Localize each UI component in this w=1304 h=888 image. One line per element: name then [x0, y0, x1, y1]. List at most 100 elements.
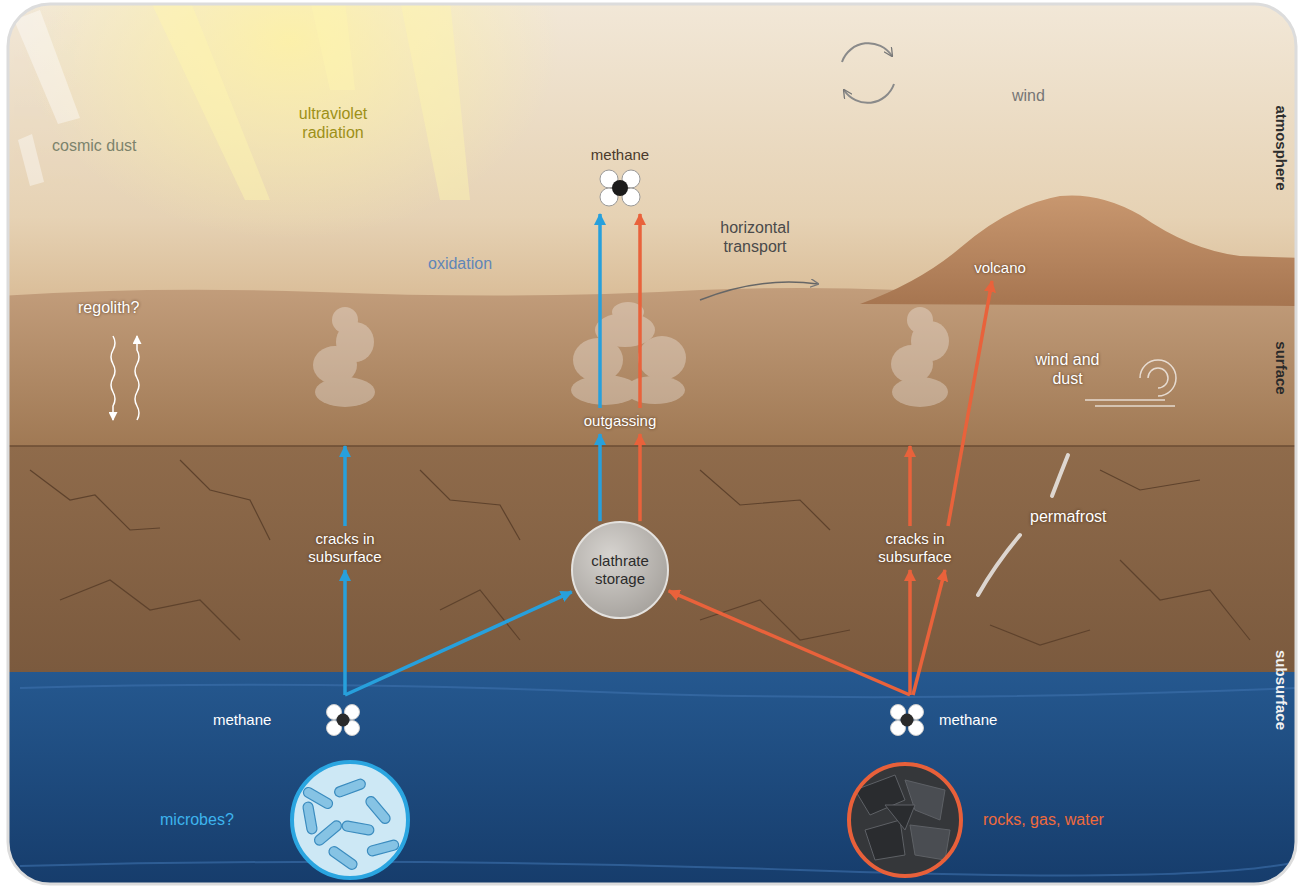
scene — [8, 4, 1296, 884]
uv-label: ultraviolet radiation — [278, 104, 388, 142]
rock-cracks — [700, 470, 830, 530]
node-text: methane — [205, 710, 275, 730]
rock-image — [885, 805, 915, 830]
gas-plumes — [907, 307, 933, 333]
microbes-circle: microbes? — [150, 758, 412, 882]
node-text: methane — [587, 145, 653, 165]
outgassing-node: outgassing — [570, 411, 670, 431]
rocks-circle: rocks, gas, water — [845, 760, 1155, 880]
rock-cracks — [30, 470, 160, 530]
methane-molecule — [885, 698, 929, 742]
node-text: methane — [929, 710, 1001, 730]
microbes-image — [364, 795, 392, 826]
microbes-image — [288, 758, 412, 882]
node-text: rocks, gas, water — [979, 809, 1108, 830]
card-frame — [8, 4, 1296, 884]
flow-arrow — [598, 214, 602, 408]
methane-molecule-node: methane — [570, 145, 670, 211]
node-text: microbes? — [150, 809, 280, 830]
cracks-node: cracks in subsurface — [295, 529, 395, 567]
wind-label: wind — [1012, 86, 1045, 105]
permafrost-streak — [1052, 455, 1068, 496]
wind-dust-label: wind and dust — [1020, 350, 1115, 388]
rock-cracks — [990, 625, 1090, 645]
dust-spiral — [1140, 360, 1176, 396]
flow-arrow — [948, 281, 992, 526]
regolith-label: regolith? — [78, 298, 139, 317]
seep-arrow — [343, 446, 347, 526]
water-streaks — [20, 685, 1296, 876]
clathrate-circle: clathrate storage — [570, 520, 670, 620]
subsurface-ground — [8, 446, 1296, 672]
transport-label: horizontal transport — [700, 218, 810, 256]
flow-arrow — [913, 570, 945, 695]
gas-plumes — [313, 302, 949, 407]
surface-ground — [8, 288, 1296, 450]
wind-symbol — [844, 84, 894, 103]
oxidation-label: oxidation — [428, 254, 492, 273]
microbes-image — [333, 778, 366, 798]
sun-glow — [20, 4, 560, 240]
flow-arrow — [908, 570, 912, 695]
seep-arrow — [908, 446, 912, 526]
uv-rays — [310, 4, 355, 90]
water-streaks — [20, 685, 1296, 697]
microbes-image — [288, 758, 412, 882]
methane-molecule — [593, 165, 647, 211]
rock-image — [865, 820, 905, 860]
layer-label: surface — [1272, 341, 1290, 394]
microbes-image — [288, 758, 412, 882]
carbon-atom — [901, 714, 914, 727]
regolith-arrows — [111, 336, 139, 420]
rock-cracks — [420, 470, 520, 540]
carbon-atom — [612, 180, 628, 196]
rock-cracks — [700, 600, 850, 640]
flow-arrow — [343, 570, 347, 695]
flow-arrow — [669, 591, 910, 695]
microbes-image — [302, 801, 317, 834]
uv-rays — [400, 4, 470, 200]
flow-arrow — [345, 592, 572, 695]
water-streaks — [20, 862, 1296, 876]
gas-plumes — [625, 376, 685, 404]
dust-streaks — [14, 10, 80, 186]
permafrost-label: permafrost — [1030, 507, 1106, 526]
uv-rays — [150, 4, 470, 200]
layer-boundary — [8, 445, 1296, 447]
regolith-arrows — [111, 336, 115, 420]
permafrost-streak — [978, 535, 1020, 595]
microbes-image — [327, 845, 359, 872]
dust-streaks — [18, 134, 44, 186]
rock-image — [849, 764, 961, 876]
node-text: cracks in subsurface — [865, 529, 965, 567]
cracks-node: cracks in subsurface — [865, 529, 965, 567]
rock-image — [845, 760, 965, 880]
transport-arrow — [700, 282, 818, 300]
rock-cracks — [180, 460, 270, 540]
methane-source-node: methane — [885, 698, 1015, 742]
gas-plumes — [638, 336, 686, 380]
microbes-image — [313, 819, 344, 847]
wind-symbol — [842, 43, 894, 103]
wind-symbol — [842, 43, 892, 62]
volcano-mountain — [860, 195, 1296, 306]
rock-image — [845, 760, 965, 880]
gas-plumes — [332, 307, 358, 333]
node-text: volcano — [970, 258, 1030, 278]
regolith-arrows — [135, 336, 139, 420]
dust-streaks — [14, 10, 80, 124]
cosmic-dust-label: cosmic dust — [52, 136, 136, 155]
microbes-image — [341, 820, 374, 835]
dust-spiral — [1148, 368, 1168, 388]
layer-label: subsurface — [1272, 650, 1290, 730]
flow-arrow — [638, 214, 642, 408]
flow-arrow — [598, 434, 602, 521]
node-text: cracks in subsurface — [295, 529, 395, 567]
methane-molecule — [321, 698, 365, 742]
deep-layer — [8, 672, 1296, 884]
node-text: clathrate storage — [570, 551, 670, 589]
